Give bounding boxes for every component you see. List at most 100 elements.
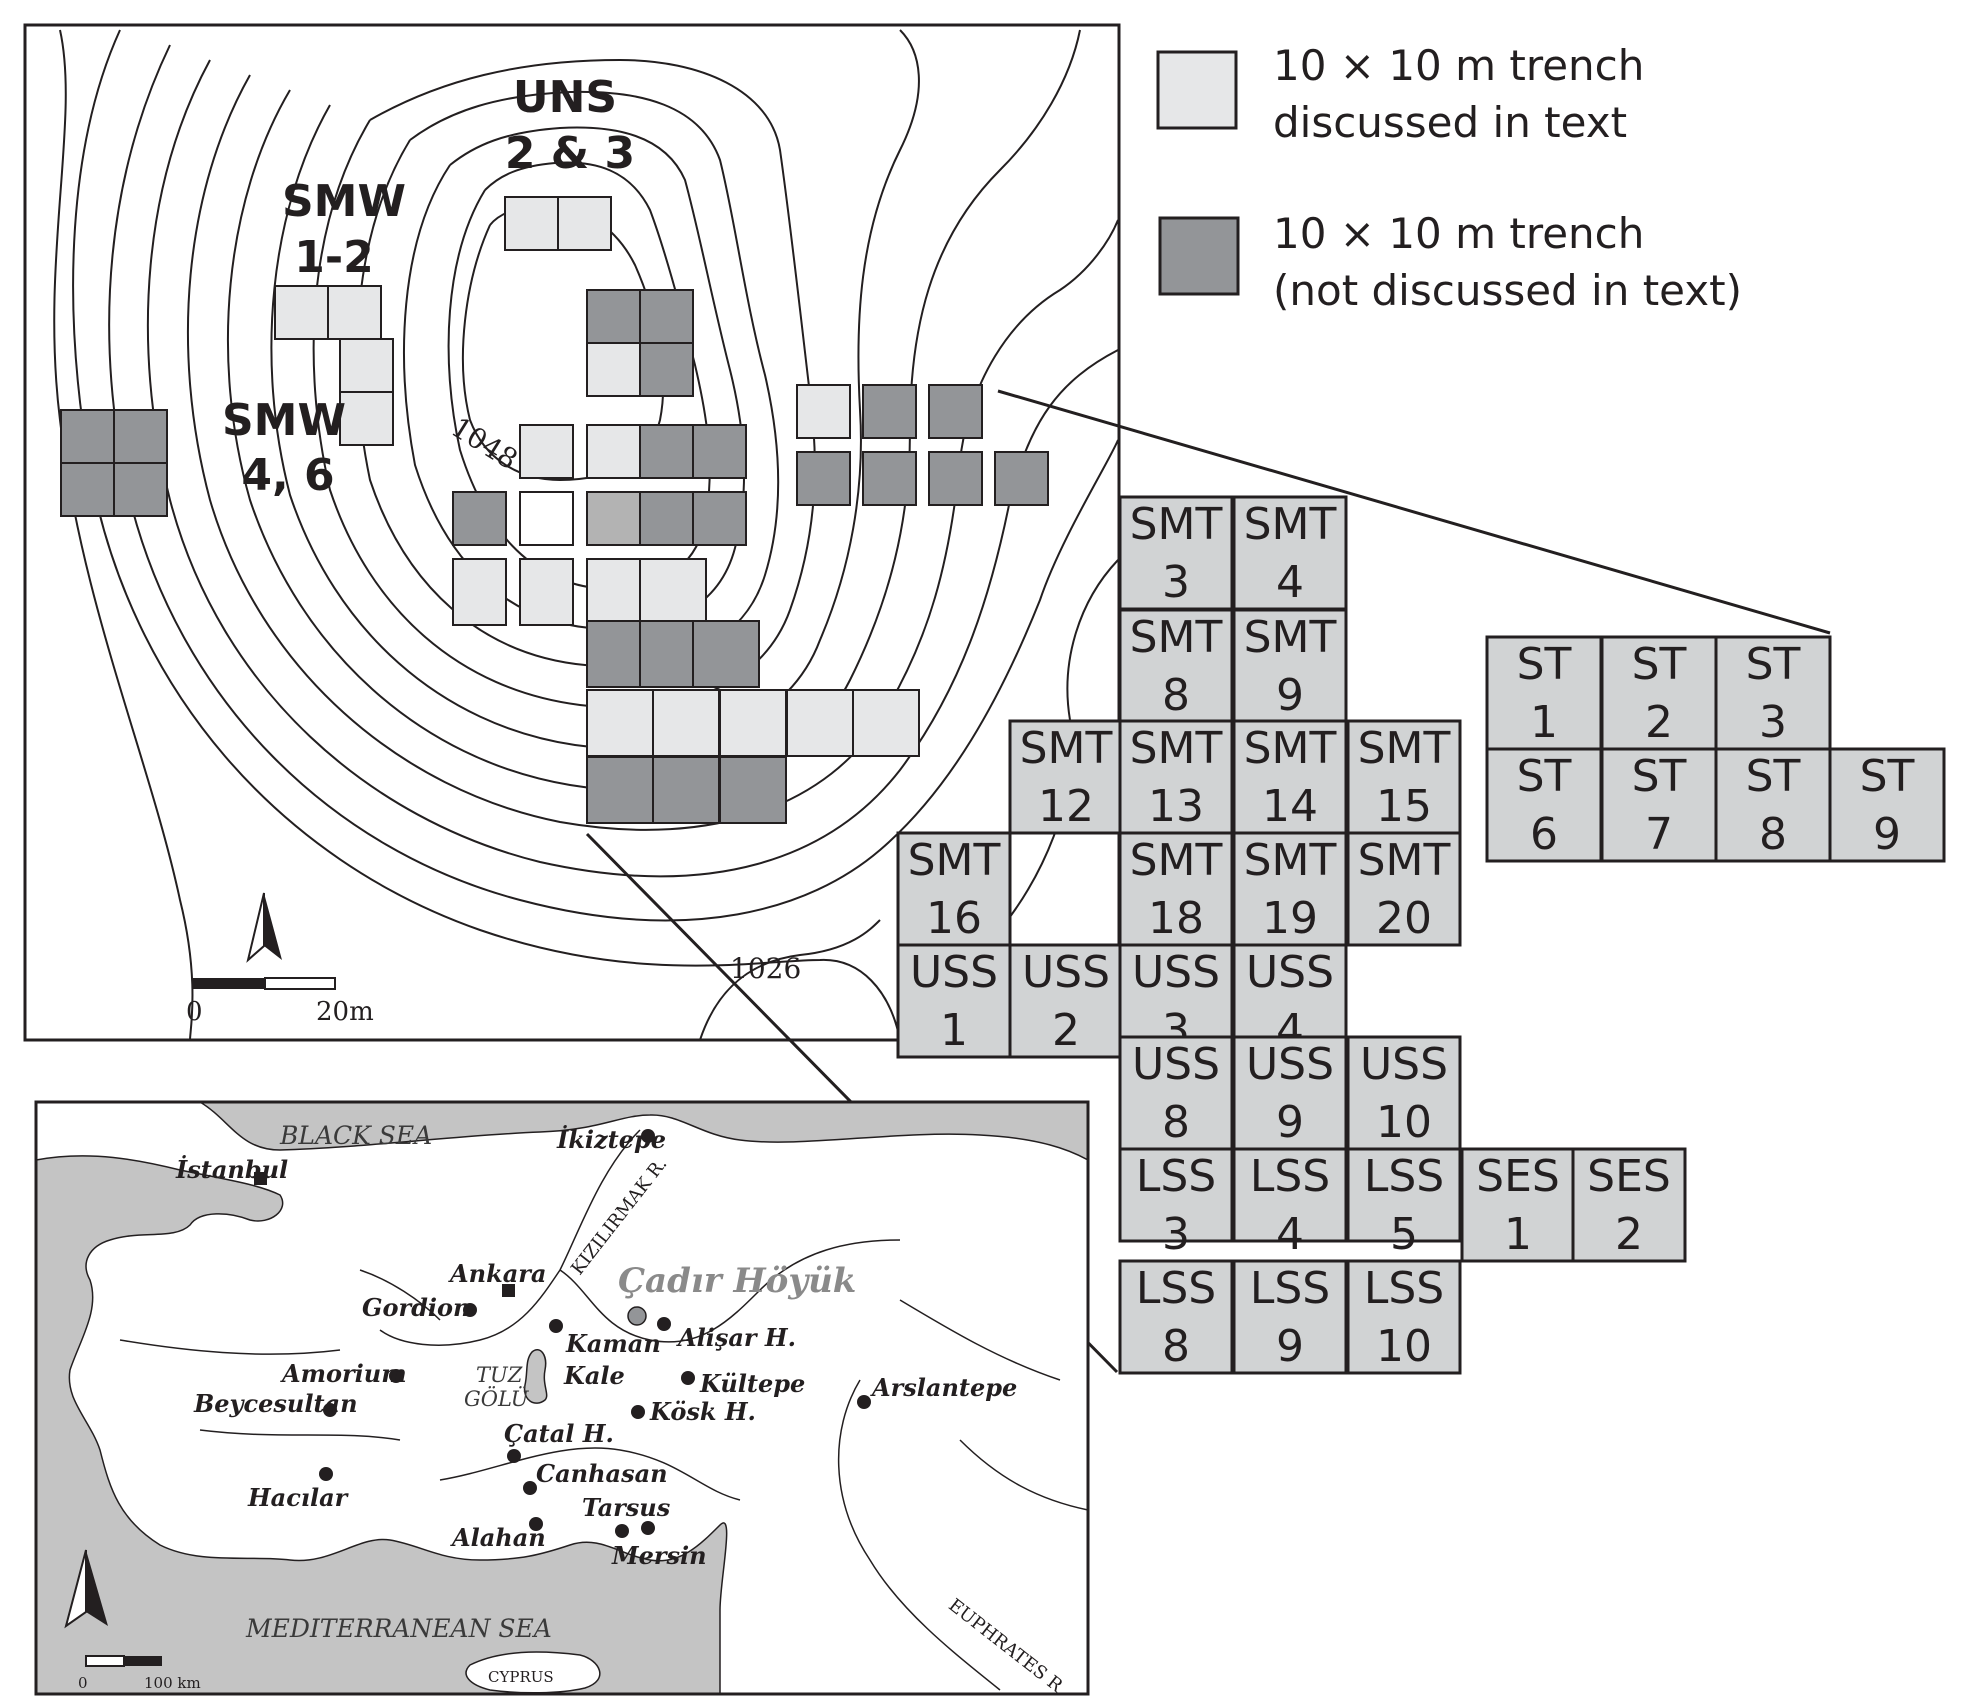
trench-cell-lss-5-box xyxy=(1346,1147,1462,1243)
trench-cell-lss-4-number: 4 xyxy=(1276,1209,1304,1260)
st-cell-1-number: 1 xyxy=(1530,697,1558,748)
st-cell-3: ST3 xyxy=(1714,635,1832,751)
region-map: BLACK SEA MEDITERRANEAN SEA CYPRUS TUZ G… xyxy=(34,1100,1090,1700)
trench-cell-smt-18-number: 18 xyxy=(1148,893,1204,944)
trench-cell-smt-15-box xyxy=(1346,719,1462,835)
trench-cell-smt-20-number: 20 xyxy=(1376,893,1432,944)
trench-cell-smt-20-box xyxy=(1346,831,1462,947)
site-dot-beycesultan xyxy=(323,1403,337,1417)
trench-cell-smt-15-code: SMT xyxy=(1358,723,1451,774)
trench-cell-lss-3-code: LSS xyxy=(1136,1151,1216,1202)
site-label-amorium: Amorium xyxy=(280,1359,407,1388)
st-cell-8-box xyxy=(1714,747,1832,863)
legend-discussed-line1: 10 × 10 m trench xyxy=(1273,41,1644,90)
site-dot-alisar xyxy=(657,1317,671,1331)
trench-cell-uss-10-number: 10 xyxy=(1376,1097,1432,1148)
trench-cell-smt-16-code: SMT xyxy=(908,835,1001,886)
site-label-canhasan: Canhasan xyxy=(536,1459,668,1488)
legend-not-discussed-line1: 10 × 10 m trench xyxy=(1273,209,1644,258)
cyprus-label: CYPRUS xyxy=(488,1668,554,1686)
trench-cell-lss-3-number: 3 xyxy=(1162,1209,1190,1260)
trench-cell-lss-10-box xyxy=(1346,1259,1462,1375)
site-label-ikiztepe: İkiztepe xyxy=(556,1125,666,1154)
trench-cell-uss-9-box xyxy=(1232,1035,1348,1151)
site-trench-square xyxy=(639,491,694,546)
north-arrow-icon xyxy=(246,892,282,963)
site-trench-square xyxy=(994,451,1049,506)
trench-cell-smt-3-number: 3 xyxy=(1162,557,1190,608)
site-trench-square xyxy=(928,384,983,439)
site-trench-square xyxy=(557,196,612,251)
region-map-frame xyxy=(34,1100,1090,1696)
st-cell-3-box xyxy=(1714,635,1832,751)
trench-cell-uss-1-number: 1 xyxy=(940,1005,968,1056)
site-trench-square xyxy=(639,289,694,344)
trench-cell-uss-9-code: USS xyxy=(1246,1039,1334,1090)
trench-cell-uss-2-box xyxy=(1008,943,1124,1059)
trench-cell-lss-10-code: LSS xyxy=(1364,1263,1444,1314)
site-square-istanbul xyxy=(254,1172,267,1185)
trench-cell-lss-5-code: LSS xyxy=(1364,1151,1444,1202)
tuz-golu-lake xyxy=(523,1349,548,1404)
trench-cell-smt-20-code: SMT xyxy=(1358,835,1451,886)
trench-cell-uss-1-code: USS xyxy=(910,947,998,998)
trench-cell-lss-9-box xyxy=(1232,1259,1348,1375)
site-trench-square xyxy=(652,756,720,824)
trench-cell-uss-8-code: USS xyxy=(1132,1039,1220,1090)
st-cell-1-code: ST xyxy=(1517,639,1572,690)
site-dot-canhasan xyxy=(523,1481,537,1495)
st-cell-7-code: ST xyxy=(1632,751,1687,802)
region-scale-start: 0 xyxy=(78,1674,88,1692)
trench-cell-lss-8-number: 8 xyxy=(1162,1321,1190,1372)
site-trench-square xyxy=(719,689,787,757)
site-label-beycesultan: Beycesultan xyxy=(193,1389,358,1418)
trench-cell-uss-9: USS 9 xyxy=(1232,1035,1348,1151)
trench-cell-smt-18-code: SMT xyxy=(1130,835,1223,886)
trench-cell-lss-10-number: 10 xyxy=(1376,1321,1432,1372)
legend-discussed-line2: discussed in text xyxy=(1273,98,1627,147)
trench-cell-lss-9-code: LSS xyxy=(1250,1263,1330,1314)
site-trench-square xyxy=(452,558,507,626)
site-trench-square xyxy=(796,384,851,439)
trench-cell-smt-19-box xyxy=(1232,831,1348,947)
site-dot-gordion xyxy=(463,1303,477,1317)
trench-cell-smt-18-box xyxy=(1118,831,1234,947)
site-scale-start: 0 xyxy=(186,997,203,1027)
trench-cell-lss-4-box xyxy=(1232,1147,1348,1243)
site-label-alisar: Alişar H. xyxy=(676,1323,796,1352)
site-label-ankara: Ankara xyxy=(448,1259,546,1288)
trench-cell-lss-8: LSS 8 xyxy=(1118,1259,1234,1375)
site-trench-square xyxy=(862,384,917,439)
st-cell-6-number: 6 xyxy=(1530,809,1558,860)
region-scale-bar: 0 100 km xyxy=(78,1655,201,1692)
st-cell-6-code: ST xyxy=(1517,751,1572,802)
site-plan-area-labels: UNS 2 & 3 SMW 1-2 SMW 4, 6 xyxy=(222,72,635,501)
st-cell-2-code: ST xyxy=(1632,639,1687,690)
st-cell-8-code: ST xyxy=(1746,751,1801,802)
st-cell-1-box xyxy=(1485,635,1603,751)
st-cell-9-box xyxy=(1828,747,1946,863)
trench-cell-uss-4-code: USS xyxy=(1246,947,1334,998)
trench-cell-smt-14-number: 14 xyxy=(1262,781,1318,832)
trench-cell-ses-1-code: SES xyxy=(1476,1151,1560,1202)
lake-label-line1: TUZ xyxy=(476,1363,523,1387)
area-label-smw12-line2: 1-2 xyxy=(294,232,374,283)
trench-cell-lss-8-code: LSS xyxy=(1136,1263,1216,1314)
site-dot-cadir-hoyuk xyxy=(627,1306,647,1326)
trench-cell-lss-3-box xyxy=(1118,1147,1234,1243)
trench-cell-uss-9-number: 9 xyxy=(1276,1097,1304,1148)
trench-cell-uss-2-number: 2 xyxy=(1052,1005,1080,1056)
trench-cell-uss-10-box xyxy=(1346,1035,1462,1151)
legend-swatch-discussed xyxy=(1156,50,1238,130)
site-dot-alahan xyxy=(529,1517,543,1531)
site-trench-square xyxy=(519,491,574,546)
site-trench-square xyxy=(113,409,168,464)
